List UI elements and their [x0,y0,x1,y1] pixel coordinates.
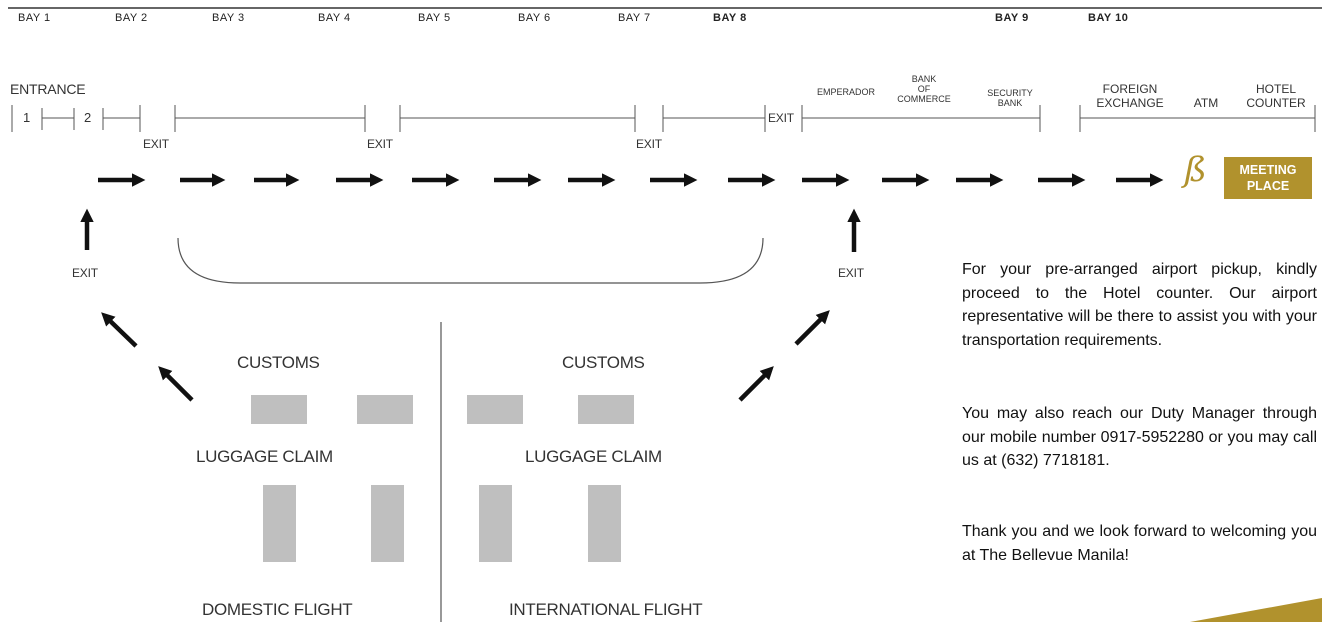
walkway-bracket [177,237,764,284]
bay-8-label: BAY 8 [713,12,747,24]
hotel-counter-line-2: COUNTER [1246,96,1306,110]
meeting-place-badge: MEETING PLACE [1224,157,1312,199]
luggage-claim-label-international: LUGGAGE CLAIM [525,447,662,466]
bay-9-label: BAY 9 [995,12,1029,24]
atm-counter: ATM [1186,96,1226,110]
meeting-place-line-2: PLACE [1246,179,1290,193]
bellevue-logo-icon: ß [1184,150,1207,190]
carousel-block [588,485,621,562]
hotel-counter: HOTEL COUNTER [1236,82,1316,110]
domestic-flight-label: DOMESTIC FLIGHT [202,600,353,619]
international-flight-label: INTERNATIONAL FLIGHT [509,600,703,619]
duty-manager-contact: You may also reach our Duty Manager thro… [962,405,1317,469]
foreign-exchange-line-1: FOREIGN [1102,82,1158,96]
emperador-label: EMPERADOR [816,87,875,97]
customs-label-international: CUSTOMS [562,353,645,372]
gold-corner-decoration [1190,598,1322,622]
pickup-instructions: For your pre-arranged airport pickup, ki… [962,261,1317,349]
security-bank-counter: SECURITY BANK [978,88,1042,108]
flow-arrows [80,173,1164,402]
exit-label: EXIT [72,266,98,280]
meeting-place-line-1: MEETING [1239,163,1297,177]
bank-of-commerce-line-1: BANK [911,74,937,84]
closing-message: Thank you and we look forward to welcomi… [962,523,1317,564]
customs-block [357,395,413,424]
customs-block [578,395,634,424]
emperador-counter: EMPERADOR [808,87,884,97]
bank-of-commerce-line-3: COMMERCE [897,94,951,104]
carousel-block [371,485,404,562]
entrance-wall [11,105,1316,132]
security-bank-line-2: BANK [997,98,1023,108]
customs-counters [251,395,634,424]
entrance-door-1: 1 [23,110,31,125]
exit-label: EXIT [636,137,662,151]
customs-block [467,395,523,424]
bay-7-label: BAY 7 [618,12,651,24]
customs-label-domestic: CUSTOMS [237,353,320,372]
entrance-door-2: 2 [84,110,92,125]
luggage-claim-label-domestic: LUGGAGE CLAIM [196,447,333,466]
bay-3-label: BAY 3 [212,12,245,24]
bay-1-label: BAY 1 [18,12,51,24]
foreign-exchange-line-2: EXCHANGE [1096,96,1164,110]
luggage-carousels [263,485,621,562]
exit-label: EXIT [367,137,393,151]
bay-5-label: BAY 5 [418,12,451,24]
exit-label: EXIT [143,137,169,151]
bank-of-commerce-counter: BANK OF COMMERCE [884,74,964,104]
diagonal-arrow [794,310,830,346]
carousel-block [479,485,512,562]
diagonal-arrow [101,312,138,348]
bay-10-label: BAY 10 [1088,12,1129,24]
foreign-exchange-counter: FOREIGN EXCHANGE [1084,82,1176,110]
bay-2-label: BAY 2 [115,12,148,24]
customs-block [251,395,307,424]
security-bank-line-1: SECURITY [987,88,1033,98]
carousel-block [263,485,296,562]
exit-label: EXIT [768,111,794,125]
diagonal-arrow [158,366,194,402]
hotel-counter-line-1: HOTEL [1255,82,1296,96]
bay-6-label: BAY 6 [518,12,551,24]
entrance-title: ENTRANCE [10,81,86,97]
diagonal-arrow [738,366,774,402]
bank-of-commerce-line-2: OF [917,84,931,94]
atm-label: ATM [1193,96,1219,110]
bay-4-label: BAY 4 [318,12,351,24]
exit-label: EXIT [838,266,864,280]
